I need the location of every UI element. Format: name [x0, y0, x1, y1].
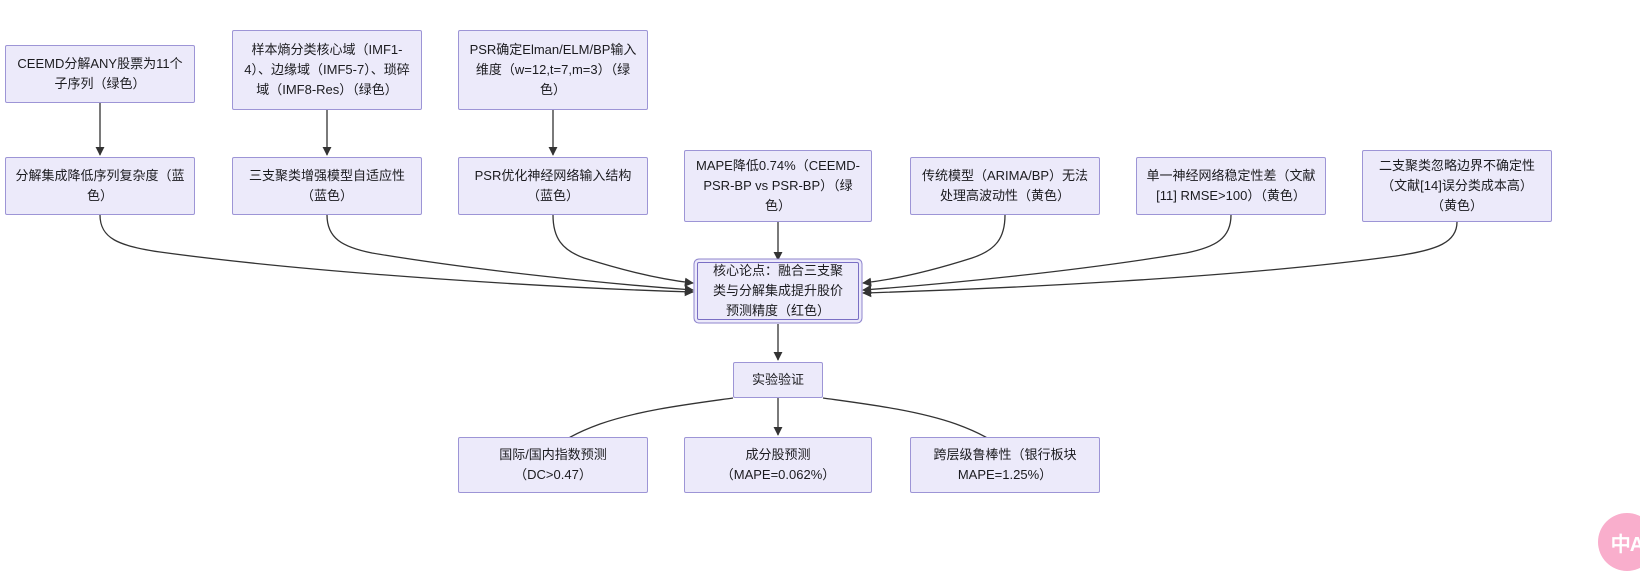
node-evidence-mape-reduction[interactable]: MAPE降低0.74%（CEEMD-PSR-BP vs PSR-BP）（绿色） — [684, 150, 872, 222]
node-experimental-validation[interactable]: 实验验证 — [733, 362, 823, 398]
node-result-cross-level-robustness[interactable]: 跨层级鲁棒性（银行板块MAPE=1.25%） — [910, 437, 1100, 493]
node-label: 核心论点：融合三支聚类与分解集成提升股价预测精度（红色） — [712, 262, 843, 319]
node-label: 跨层级鲁棒性（银行板块MAPE=1.25%） — [933, 446, 1077, 482]
node-label: PSR优化神经网络输入结构（蓝色） — [474, 167, 632, 203]
node-label: 二支聚类忽略边界不确定性（文献[14]误分类成本高）（黄色） — [1378, 157, 1535, 214]
node-label: 国际/国内指数预测（DC>0.47） — [499, 446, 607, 482]
node-label: 样本熵分类核心域（IMF1-4）、边缘域（IMF5-7）、琐碎域（IMF8-Re… — [244, 41, 410, 98]
node-label: 成分股预测（MAPE=0.062%） — [720, 446, 836, 482]
node-method-ceemd-decompose[interactable]: CEEMD分解ANY股票为11个子序列（绿色） — [5, 45, 195, 103]
node-gap-two-way-clustering[interactable]: 二支聚类忽略边界不确定性（文献[14]误分类成本高）（黄色） — [1362, 150, 1552, 222]
node-label: 单一神经网络稳定性差（文献[11] RMSE>100）（黄色） — [1146, 167, 1316, 203]
node-label: 传统模型（ARIMA/BP）无法处理高波动性（黄色） — [921, 167, 1089, 203]
node-label: PSR确定Elman/ELM/BP输入维度（w=12,t=7,m=3）（绿色） — [469, 41, 637, 98]
node-label: 分解集成降低序列复杂度（蓝色） — [15, 167, 185, 203]
node-label: MAPE降低0.74%（CEEMD-PSR-BP vs PSR-BP）（绿色） — [696, 157, 860, 214]
edge-gap3-core — [862, 221, 1458, 298]
node-method-psr-dimension[interactable]: PSR确定Elman/ELM/BP输入维度（w=12,t=7,m=3）（绿色） — [458, 30, 648, 110]
edge-claim1-core — [99, 214, 694, 297]
watermark-label: 中A — [1610, 533, 1640, 556]
edge-gap1-core — [862, 214, 1006, 287]
node-core-claim[interactable]: 核心论点：融合三支聚类与分解集成提升股价预测精度（红色） — [697, 262, 859, 320]
node-method-sample-entropy[interactable]: 样本熵分类核心域（IMF1-4）、边缘域（IMF5-7）、琐碎域（IMF8-Re… — [232, 30, 422, 110]
node-gap-traditional-models[interactable]: 传统模型（ARIMA/BP）无法处理高波动性（黄色） — [910, 157, 1100, 215]
edge-claim2-core — [326, 214, 694, 294]
node-label: 实验验证 — [751, 371, 804, 387]
node-result-constituent-stock[interactable]: 成分股预测（MAPE=0.062%） — [684, 437, 872, 493]
node-claim-psr-optimize-input[interactable]: PSR优化神经网络输入结构（蓝色） — [458, 157, 648, 215]
node-gap-single-network-instability[interactable]: 单一神经网络稳定性差（文献[11] RMSE>100）（黄色） — [1136, 157, 1326, 215]
node-label: 三支聚类增强模型自适应性（蓝色） — [248, 167, 405, 203]
node-claim-reduce-complexity[interactable]: 分解集成降低序列复杂度（蓝色） — [5, 157, 195, 215]
watermark-badge: 中A — [1598, 513, 1640, 571]
node-result-index-forecast[interactable]: 国际/国内指数预测（DC>0.47） — [458, 437, 648, 493]
node-label: CEEMD分解ANY股票为11个子序列（绿色） — [17, 55, 183, 91]
node-claim-three-way-clustering[interactable]: 三支聚类增强模型自适应性（蓝色） — [232, 157, 422, 215]
edge-gap2-core — [862, 214, 1232, 294]
edge-claim3-core — [552, 214, 694, 287]
